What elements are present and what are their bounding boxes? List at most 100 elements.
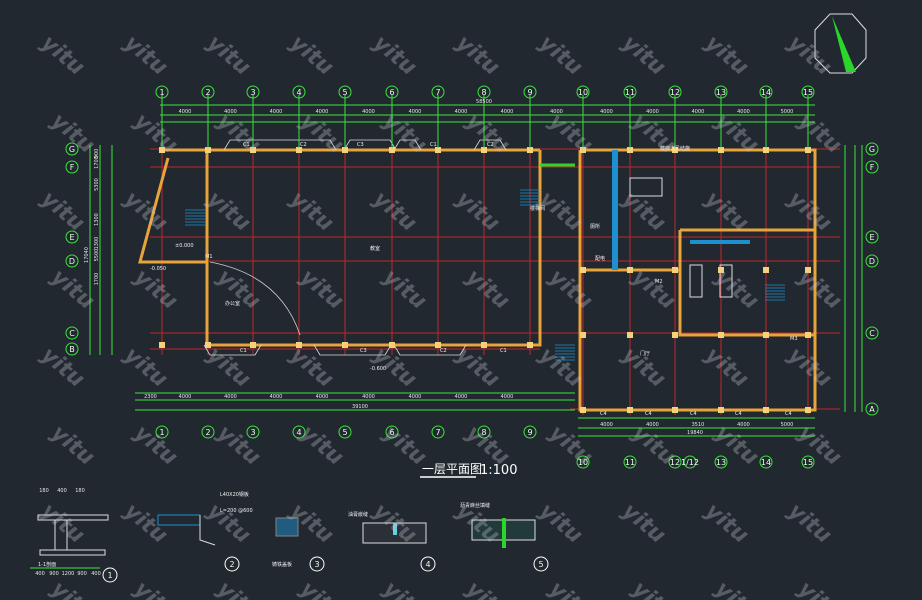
watermark-text: yitu xyxy=(627,576,680,600)
dim-text: 4000 xyxy=(316,109,329,115)
dim-text: 4000 xyxy=(362,394,375,400)
axis-label-bottom: 1/12 xyxy=(681,458,699,467)
dim-text: 4000 xyxy=(600,109,613,115)
axis-label-top-circle xyxy=(576,85,590,99)
watermark-text: yitu xyxy=(129,264,182,314)
axis-label-top: 5 xyxy=(342,88,347,97)
dim-text: 4000 xyxy=(455,394,468,400)
watermark-text: yitu xyxy=(368,186,421,236)
cast-iron-cover xyxy=(275,517,299,537)
axis-label-top: 2 xyxy=(205,88,210,97)
watermark-text: yitu xyxy=(36,498,89,548)
dim-text: 4000 xyxy=(692,109,705,115)
axis-label-top: 1 xyxy=(159,88,164,97)
dim-text: 3510 xyxy=(692,422,705,428)
dim-text: 2300 xyxy=(144,394,157,400)
structural-column xyxy=(763,332,769,338)
structural-column xyxy=(250,147,256,153)
axis-label-bottom-circle xyxy=(338,425,352,439)
axis-label-right: E xyxy=(869,233,874,242)
axis-label-bottom-circle xyxy=(246,425,260,439)
watermark-text: yitu xyxy=(46,264,99,314)
structural-column xyxy=(580,332,586,338)
watermark-text: yitu xyxy=(378,264,431,314)
watermark-text: yitu xyxy=(793,576,846,600)
dim-text: 900 xyxy=(77,571,87,577)
north-arrow-icon xyxy=(814,13,867,74)
watermark-text: yitu xyxy=(617,342,670,392)
watermark-text: yitu xyxy=(36,342,89,392)
axis-label-right: F xyxy=(870,163,875,172)
dim-text: 4000 xyxy=(501,394,514,400)
dim-text: 4000 xyxy=(316,394,329,400)
dim-text: 400 xyxy=(91,571,101,577)
axis-label-left: E xyxy=(69,233,74,242)
axis-label-right-circle xyxy=(865,254,879,268)
structural-column xyxy=(159,342,165,348)
axis-label-right: D xyxy=(869,257,875,266)
dim-text: 4000 xyxy=(737,109,750,115)
axis-label-top-circle xyxy=(155,85,169,99)
axis-label-bottom-circle xyxy=(801,455,815,469)
axis-label-left: G xyxy=(69,145,75,154)
dim-text: 4000 xyxy=(409,109,422,115)
walls xyxy=(138,139,817,413)
dim-text: 4000 xyxy=(224,394,237,400)
axis-label-right-circle xyxy=(865,326,879,340)
fixture xyxy=(629,177,663,197)
structural-column xyxy=(481,147,487,153)
axis-label-top-circle xyxy=(431,85,445,99)
axis-label-bottom: 8 xyxy=(481,428,486,437)
bay-window xyxy=(393,139,422,151)
watermark-text: yitu xyxy=(451,30,504,80)
curved-ramp xyxy=(209,261,301,336)
drawing-title: 一层平面图 1:100 xyxy=(420,462,517,478)
dim-text: 4000 xyxy=(409,394,422,400)
detail-number: 1 xyxy=(107,571,112,580)
watermark-text: yitu xyxy=(710,576,763,600)
watermark-text: yitu xyxy=(46,576,99,600)
wall-inner xyxy=(678,230,815,337)
axis-label-bottom: 4 xyxy=(296,428,301,437)
structural-column xyxy=(672,147,678,153)
detail-number: 5 xyxy=(538,560,543,569)
room-label: 厕所 xyxy=(590,223,600,230)
watermark-text: yitu xyxy=(378,576,431,600)
structural-column xyxy=(627,147,633,153)
structural-column xyxy=(205,342,211,348)
dim-text: 4000 xyxy=(646,109,659,115)
structural-column xyxy=(672,407,678,413)
window-tag: C1 xyxy=(500,348,507,354)
dim-text: 4000 xyxy=(224,109,237,115)
structural-column xyxy=(672,267,678,273)
axis-label-top-circle xyxy=(477,85,491,99)
watermark-text: yitu xyxy=(129,420,182,470)
axis-label-top-circle xyxy=(246,85,260,99)
elevation-mark: -0.600 xyxy=(370,366,386,372)
watermark-text: yitu xyxy=(119,342,172,392)
dim-text: 1700 xyxy=(94,156,100,169)
structural-column xyxy=(389,342,395,348)
axis-label-top: 15 xyxy=(803,88,813,97)
axis-label-bottom: 7 xyxy=(435,428,440,437)
dim-text: 400 xyxy=(35,571,45,577)
axis-label-bottom-circle xyxy=(431,425,445,439)
axis-label-top: 7 xyxy=(435,88,440,97)
watermark-text: yitu xyxy=(461,576,514,600)
dim-text: 4000 xyxy=(362,109,375,115)
axis-label-bottom-circle xyxy=(759,455,773,469)
watermark-text: yitu xyxy=(368,30,421,80)
axis-label-top: 14 xyxy=(761,88,771,97)
dim-text: 5300 xyxy=(94,178,100,191)
watermark-text: yitu xyxy=(793,264,846,314)
watermark-text: yitu xyxy=(129,576,182,600)
axis-label-bottom: 15 xyxy=(803,458,813,467)
watermark-text: yitu xyxy=(202,498,255,548)
watermark-text: yitu xyxy=(202,186,255,236)
detail-label: 1-1剖面 xyxy=(38,561,56,568)
axis-label-left-circle xyxy=(65,160,79,174)
slab xyxy=(37,514,109,521)
